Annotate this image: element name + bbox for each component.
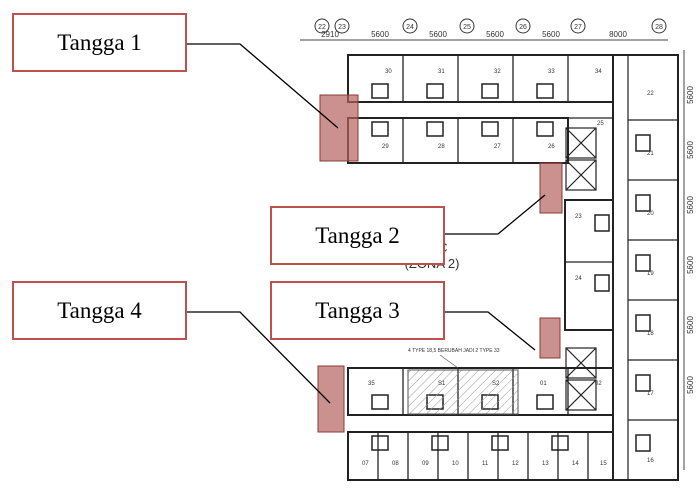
lift-shafts xyxy=(565,127,597,411)
dimension-label: 5600 xyxy=(686,86,695,104)
unit-number: 23 xyxy=(575,214,582,220)
grid-bubble: 27 xyxy=(570,18,586,34)
unit-number: 07 xyxy=(362,461,369,467)
dimension-label: 5600 xyxy=(686,196,695,214)
unit-number: 18 xyxy=(647,331,654,337)
unit-number: 11 xyxy=(482,461,489,467)
dimension-label: 5600 xyxy=(686,376,695,394)
type-change-note: 4 TYPE 18,5 BERUBAH JADI 2 TYPE 33 xyxy=(408,348,500,354)
unit-number: 28 xyxy=(438,144,445,150)
unit-number: 08 xyxy=(392,461,399,467)
dimension-label: 5600 xyxy=(686,316,695,334)
unit-number: 10 xyxy=(452,461,459,467)
svg-text:24: 24 xyxy=(406,24,414,31)
stair-highlights xyxy=(317,94,563,433)
hatched-units xyxy=(407,369,519,415)
unit-number: S1 xyxy=(438,381,446,387)
grid-bubbles: 22 23 24 25 26 27 28 xyxy=(314,18,667,34)
callout-label: Tangga 1 xyxy=(57,29,142,55)
dimension-label: 5600 xyxy=(429,30,447,39)
unit-number: 35 xyxy=(368,381,375,387)
stair-3-highlight xyxy=(539,317,561,359)
dimension-label: 2910 xyxy=(321,30,339,39)
unit-number: 26 xyxy=(548,144,555,150)
callout-label: Tangga 3 xyxy=(315,297,400,323)
dimension-label: 5600 xyxy=(686,141,695,159)
unit-number: 21 xyxy=(647,151,654,157)
grid-bubble: 22 xyxy=(314,18,330,34)
unit-number: 12 xyxy=(512,461,519,467)
unit-number: 01 xyxy=(540,381,547,387)
grid-bubble: 24 xyxy=(402,18,418,34)
stair-4-highlight xyxy=(317,365,345,433)
unit-number: 33 xyxy=(548,69,555,75)
grid-bubble: 28 xyxy=(651,18,667,34)
svg-text:27: 27 xyxy=(574,24,582,31)
unit-number: 13 xyxy=(542,461,549,467)
dimension-label: 8000 xyxy=(609,30,627,39)
svg-text:26: 26 xyxy=(519,24,527,31)
unit-number: 34 xyxy=(595,69,602,75)
dimension-label: 5600 xyxy=(371,30,389,39)
unit-number: 25 xyxy=(597,121,604,127)
unit-number: 27 xyxy=(494,144,501,150)
dimension-label: 5600 xyxy=(486,30,504,39)
bathroom-fixtures xyxy=(371,83,651,452)
callout-tangga-2: Tangga 2 xyxy=(270,206,445,265)
unit-number: 16 xyxy=(647,458,654,464)
unit-number: 17 xyxy=(647,391,654,397)
unit-number: 14 xyxy=(572,461,579,467)
callout-tangga-1: Tangga 1 xyxy=(12,13,187,72)
callout-tangga-4: Tangga 4 xyxy=(12,281,187,340)
unit-number: 22 xyxy=(647,91,654,97)
grid-bubble: 26 xyxy=(515,18,531,34)
unit-number: 30 xyxy=(385,69,392,75)
callout-label: Tangga 4 xyxy=(57,297,142,323)
top-dimension-line: 2910 5600 5600 5600 5600 8000 xyxy=(300,30,668,41)
callout-tangga-3: Tangga 3 xyxy=(270,281,445,340)
unit-number: S2 xyxy=(492,381,500,387)
unit-number: 09 xyxy=(422,461,429,467)
svg-text:23: 23 xyxy=(338,24,346,31)
dimension-label: 5600 xyxy=(686,256,695,274)
building-walls xyxy=(347,54,679,481)
unit-number: 32 xyxy=(494,69,501,75)
unit-number: 24 xyxy=(575,276,582,282)
grid-bubble: 23 xyxy=(334,18,350,34)
unit-number: 31 xyxy=(438,69,445,75)
svg-text:28: 28 xyxy=(655,24,663,31)
unit-number: 15 xyxy=(600,461,607,467)
grid-bubble: 25 xyxy=(459,18,475,34)
dimension-label: 5600 xyxy=(542,30,560,39)
svg-text:22: 22 xyxy=(318,24,326,31)
unit-number: 29 xyxy=(382,144,389,150)
stair-1-highlight xyxy=(319,94,359,162)
unit-number: 02 xyxy=(595,381,602,387)
right-dimension-line: 5600 5600 5600 5600 5600 5600 xyxy=(683,50,695,470)
svg-text:25: 25 xyxy=(463,24,471,31)
unit-number: 20 xyxy=(647,211,654,217)
stair-2-highlight xyxy=(539,162,563,214)
callout-label: Tangga 2 xyxy=(315,222,400,248)
unit-number: 19 xyxy=(647,271,654,277)
unit-numbers: 30 31 32 33 34 29 28 27 26 25 22 21 20 1… xyxy=(362,69,654,467)
